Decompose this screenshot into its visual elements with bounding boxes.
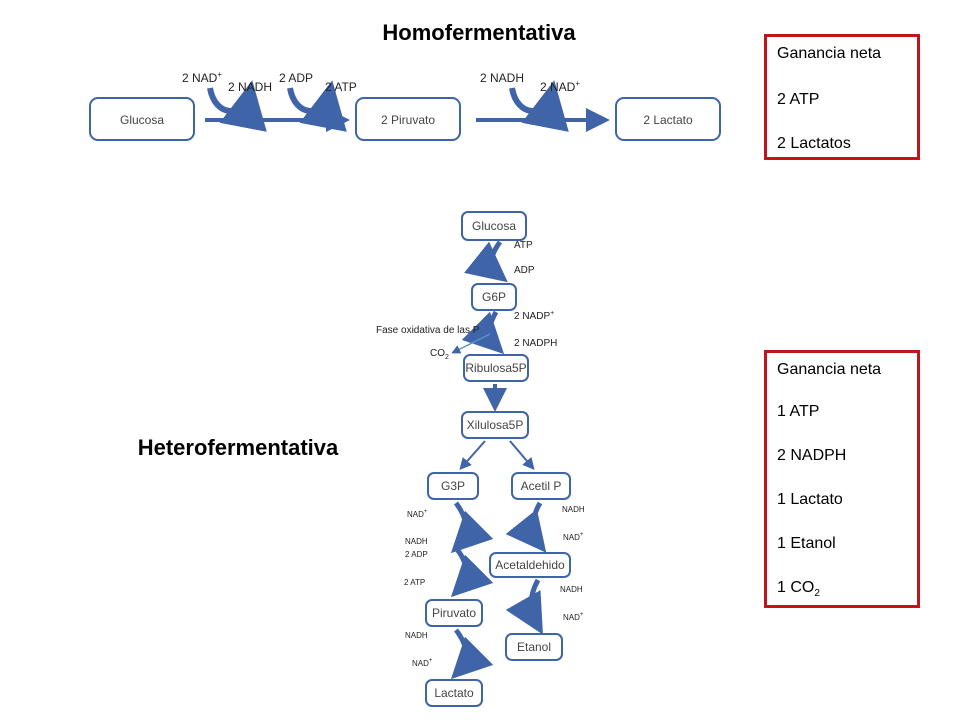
hetero-right-nad2: NAD+ — [563, 612, 584, 622]
hetero-label-co2: CO2 — [430, 348, 449, 361]
hetero-gain-etanol: 1 Etanol — [777, 535, 836, 552]
homo-title: Homofermentativa — [382, 20, 576, 45]
hetero-arrow-g6p-ribulosa — [461, 310, 505, 355]
homo-gain-title: Ganancia neta — [777, 45, 882, 62]
hetero-box-glucosa: Glucosa — [461, 211, 527, 241]
homo-box-lactato: 2 Lactato — [615, 97, 721, 141]
hetero-box-lactato: Lactato — [425, 679, 483, 707]
svg-text:Acetil P: Acetil P — [521, 479, 562, 493]
svg-text:G3P: G3P — [441, 479, 465, 493]
hetero-left-nadh2: NADH — [405, 631, 428, 640]
svg-text:Lactato: Lactato — [434, 686, 474, 700]
hetero-box-ribulosa: Ribulosa5P — [463, 354, 529, 382]
hetero-right-nadh2: NADH — [560, 585, 583, 594]
hetero-label-atp: ATP — [514, 240, 533, 251]
hetero-gain-title: Ganancia neta — [777, 361, 882, 378]
svg-text:2 Piruvato: 2 Piruvato — [381, 113, 435, 127]
svg-text:Ribulosa5P: Ribulosa5P — [465, 361, 526, 375]
svg-text:2 Lactato: 2 Lactato — [643, 113, 693, 127]
hetero-arrow-co2 — [451, 333, 491, 354]
hetero-label-adp: ADP — [514, 265, 535, 276]
hetero-box-piruvato: Piruvato — [425, 599, 483, 627]
hetero-arrow-to-g3p — [459, 440, 486, 470]
svg-text:Piruvato: Piruvato — [432, 606, 476, 620]
hetero-gain-atp: 1 ATP — [777, 403, 820, 420]
hetero-box-g6p: G6P — [471, 283, 517, 311]
hetero-right-nadh: NADH — [562, 505, 585, 514]
hetero-label-nadp: 2 NADP+ — [514, 310, 554, 322]
homo-gain-lactatos: 2 Lactatos — [777, 135, 851, 152]
hetero-arrow-to-acetilp — [509, 440, 535, 471]
homo-box-glucosa: Glucosa — [89, 97, 195, 141]
hetero-label-nadph: 2 NADPH — [514, 338, 557, 349]
hetero-title: Heterofermentativa — [138, 435, 339, 460]
homo-label-atp: 2 ATP — [325, 80, 357, 94]
svg-text:G6P: G6P — [482, 290, 506, 304]
svg-text:Etanol: Etanol — [517, 640, 551, 654]
hetero-left-adp: 2 ADP — [405, 550, 428, 559]
hetero-label-fase: Fase oxidativa de las P — [376, 325, 480, 336]
hetero-gain-co2: 1 CO2 — [777, 579, 820, 600]
homo-curve-nadh — [509, 80, 569, 132]
hetero-right-nad: NAD+ — [563, 532, 584, 542]
homo-label-nadh2: 2 NADH — [480, 71, 524, 85]
hetero-left-nad: NAD+ — [407, 509, 428, 519]
homo-label-nad2: 2 NAD+ — [540, 79, 580, 94]
hetero-box-acetilp: Acetil P — [511, 472, 571, 500]
hetero-left-nadh: NADH — [405, 537, 428, 546]
homo-curve-adp — [287, 80, 347, 132]
hetero-gain-panel: Ganancia neta 1 ATP 2 NADPH 1 Lactato 1 … — [764, 350, 920, 608]
hetero-arrow-g3p-adp — [450, 546, 494, 598]
hetero-box-etanol: Etanol — [505, 633, 563, 661]
svg-text:Acetaldehido: Acetaldehido — [495, 558, 565, 572]
homo-box-piruvato: 2 Piruvato — [355, 97, 461, 141]
svg-text:Glucosa: Glucosa — [120, 113, 164, 127]
hetero-arrow-piruvato-lactato — [450, 628, 494, 680]
hetero-box-g3p: G3P — [427, 472, 479, 500]
homo-label-nadh: 2 NADH — [228, 80, 272, 94]
hetero-gain-lactato: 1 Lactato — [777, 491, 843, 508]
hetero-arrow-g3p-nad — [450, 501, 494, 554]
hetero-arrow-acetilp-acetaldehido — [505, 501, 547, 553]
homo-gain-atp: 2 ATP — [777, 91, 820, 108]
svg-text:Xilulosa5P: Xilulosa5P — [467, 418, 524, 432]
hetero-gain-nadph: 2 NADPH — [777, 447, 847, 464]
hetero-left-atp: 2 ATP — [404, 578, 425, 587]
hetero-box-acetaldehido: Acetaldehido — [489, 552, 571, 578]
svg-text:Glucosa: Glucosa — [472, 219, 516, 233]
homo-label-adp: 2 ADP — [279, 71, 313, 85]
hetero-arrow-glucosa-g6p — [464, 240, 508, 283]
homo-gain-panel: Ganancia neta 2 ATP 2 Lactatos — [764, 34, 920, 160]
homo-curve-nad — [207, 80, 267, 132]
hetero-box-xilulosa: Xilulosa5P — [461, 411, 529, 439]
homo-label-nad: 2 NAD+ — [182, 70, 222, 85]
hetero-arrow-acetaldehido-etanol — [505, 578, 543, 635]
hetero-left-nad2: NAD+ — [412, 658, 433, 668]
